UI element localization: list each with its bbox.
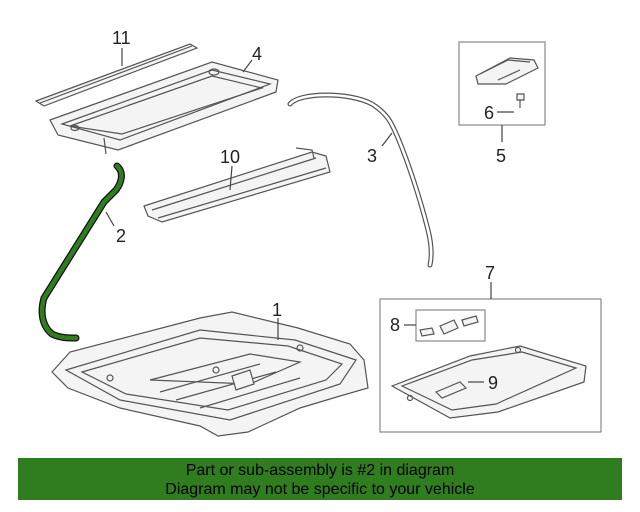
banner-line-2: Diagram may not be specific to your vehi… bbox=[165, 481, 475, 498]
part-4-glass: 4 bbox=[49, 44, 279, 155]
callout-9: 9 bbox=[488, 373, 498, 393]
callout-5: 5 bbox=[496, 146, 506, 166]
callout-8: 8 bbox=[390, 315, 400, 335]
callout-7: 7 bbox=[485, 263, 495, 283]
callout-4: 4 bbox=[252, 44, 262, 64]
part-7-headliner-group: 7 8 9 bbox=[379, 263, 602, 433]
callout-11: 11 bbox=[112, 28, 131, 48]
banner-line-1: Part or sub-assembly is #2 in diagram bbox=[185, 462, 455, 479]
parts-diagram: 11 4 3 10 6 5 bbox=[34, 28, 602, 437]
part-3-drain-hose: 3 bbox=[287, 92, 434, 268]
callout-1: 1 bbox=[272, 300, 282, 320]
callout-6: 6 bbox=[484, 103, 494, 123]
part-5-bracket-group: 6 5 bbox=[458, 41, 546, 166]
part-1-frame: 1 bbox=[51, 300, 369, 437]
part-2-highlighted-hose: 2 bbox=[38, 162, 126, 342]
callout-10: 10 bbox=[220, 147, 240, 167]
part-11-deflector: 11 bbox=[34, 28, 199, 107]
callout-3: 3 bbox=[367, 146, 377, 166]
callout-2: 2 bbox=[116, 226, 126, 246]
info-banner: Part or sub-assembly is #2 in diagram Di… bbox=[18, 458, 622, 500]
part-10-rail: 10 bbox=[143, 147, 331, 223]
